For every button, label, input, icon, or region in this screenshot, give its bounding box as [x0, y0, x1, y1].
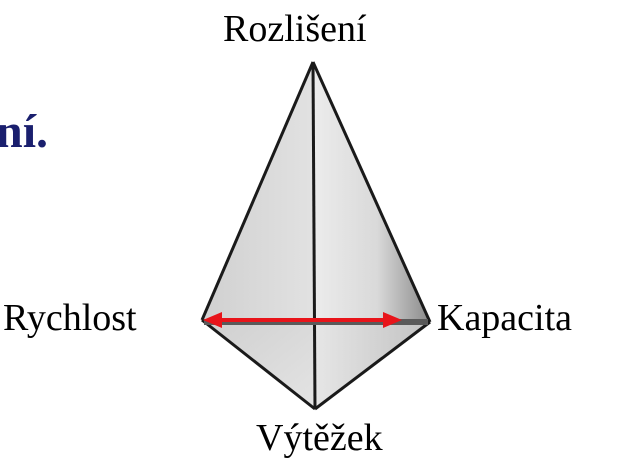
vertex-label-capacity: Kapacita [437, 299, 572, 337]
edge-top-bottom [313, 62, 315, 409]
vertex-label-resolution: Rozlišení [223, 10, 367, 48]
vertex-label-yield: Výtěžek [256, 419, 383, 457]
vertex-label-speed: Rychlost [3, 299, 137, 337]
